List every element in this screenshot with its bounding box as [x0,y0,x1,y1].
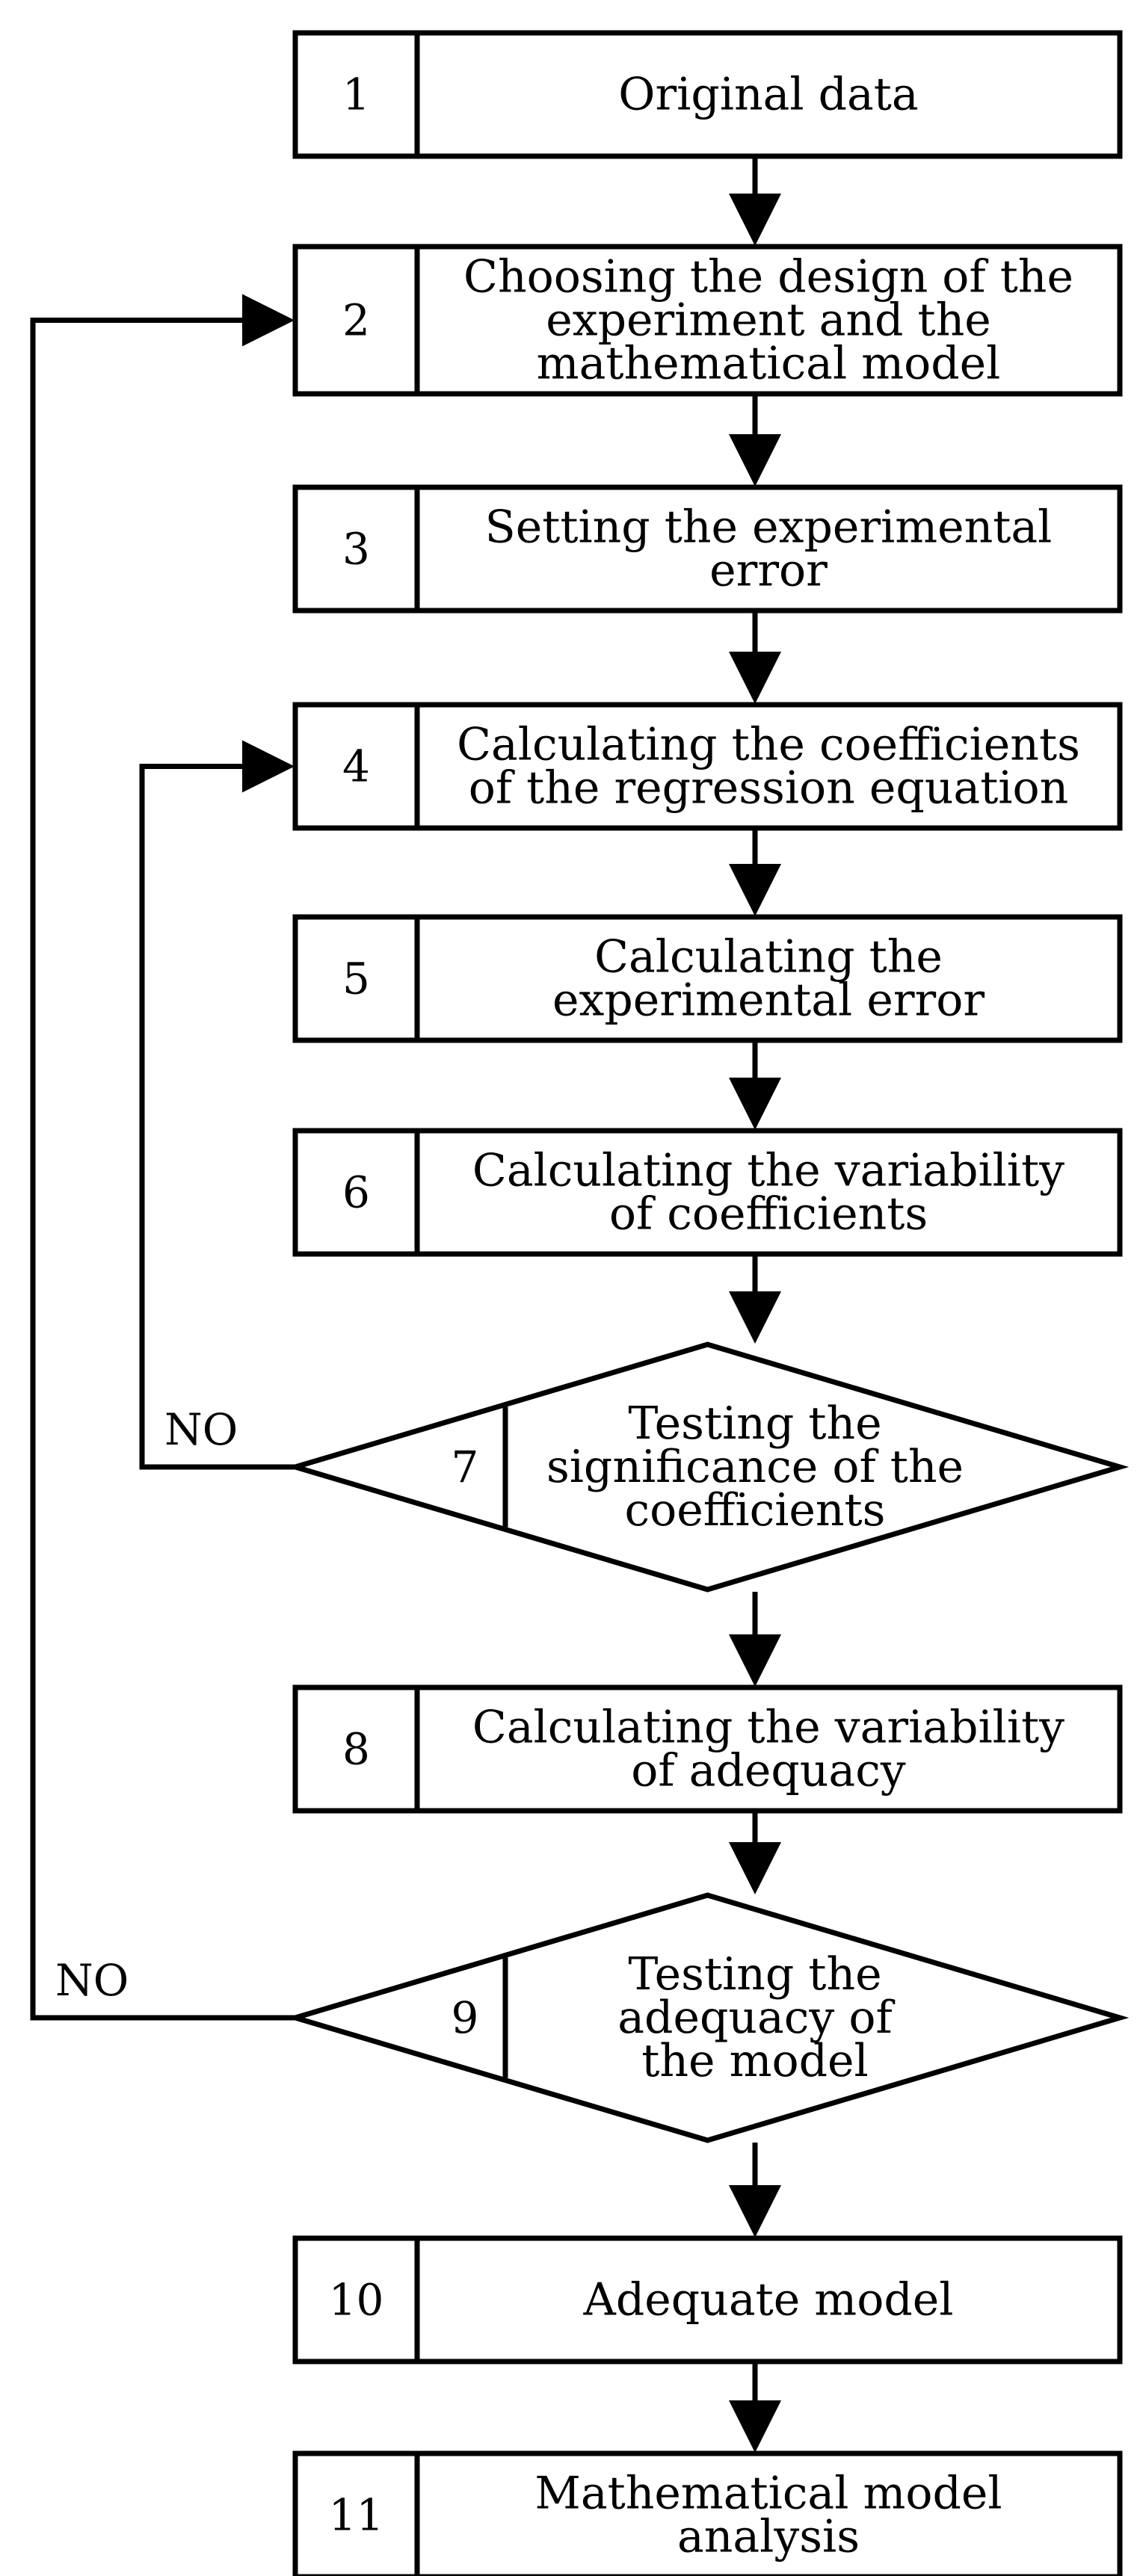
step-label-line: experimental error [552,975,985,1027]
step-label-line: mathematical model [537,338,1001,390]
step-number: 3 [342,524,370,575]
loop-9-to-2: NO [30,294,295,2021]
step-label-line: error [709,545,828,597]
step-number: 11 [329,2490,384,2541]
loop-line [139,740,295,1470]
step-label-line: Testing the [628,1397,881,1450]
step-label-line: Calculating the variability [472,1702,1064,1754]
step-label-line: Setting the experimental [485,501,1053,554]
step-label-line: of the regression equation [469,762,1069,815]
step-label-line: analysis [677,2511,860,2563]
step-label-line: Mathematical model [534,2468,1002,2520]
loop-line [30,294,295,2021]
step-label-line: of coefficients [609,1188,928,1241]
step-number: 6 [342,1167,370,1218]
step-box [292,1128,1123,1257]
step-label-line: Calculating the coefficients [457,719,1080,771]
step-label-line: Calculating the variability [472,1145,1064,1197]
step-box [292,484,1123,614]
step-box [292,2235,1123,2365]
loop-7-to-4: NO [139,740,295,1470]
step-number: 9 [452,1992,479,2043]
loop-label-no: NO [55,1955,129,2006]
step-number: 8 [342,1724,370,1775]
step-label-line: Original data [618,69,918,121]
step-number: 4 [342,741,370,792]
step-box [292,1684,1123,1814]
step-number: 2 [342,295,370,346]
decision-diamond [286,1892,1130,2143]
step-label-line: experiment and the [546,294,991,347]
step-label-line: of adequacy [631,1745,906,1797]
connectors: NO NO [30,158,781,2453]
step-label-line: significance of the [546,1441,964,1493]
steps: 1 Original data 2 Choosing the design of th… [286,30,1130,2576]
step-10: 10 Adequate model [292,2235,1123,2365]
step-1: 1 Original data [292,30,1123,159]
step-box [292,30,1123,159]
step-box [292,244,1123,397]
step-label-line: Adequate model [583,2274,954,2326]
step-box [292,2450,1123,2576]
step-number: 10 [329,2275,384,2326]
step-label-line: Choosing the design of the [463,251,1073,303]
step-box [292,914,1123,1043]
step-label-line: adequacy of [617,1992,895,2044]
step-number: 5 [342,954,370,1004]
decision-diamond [286,1341,1130,1593]
step-label-line: coefficients [625,1484,886,1536]
step-label-line: Calculating the [594,931,943,983]
step-label-line: Testing the [628,1948,881,2001]
step-label-line: the model [641,2035,868,2087]
step-number: 7 [452,1442,479,1492]
loop-label-no: NO [164,1404,238,1455]
step-number: 1 [342,70,370,120]
step-box [292,702,1123,831]
